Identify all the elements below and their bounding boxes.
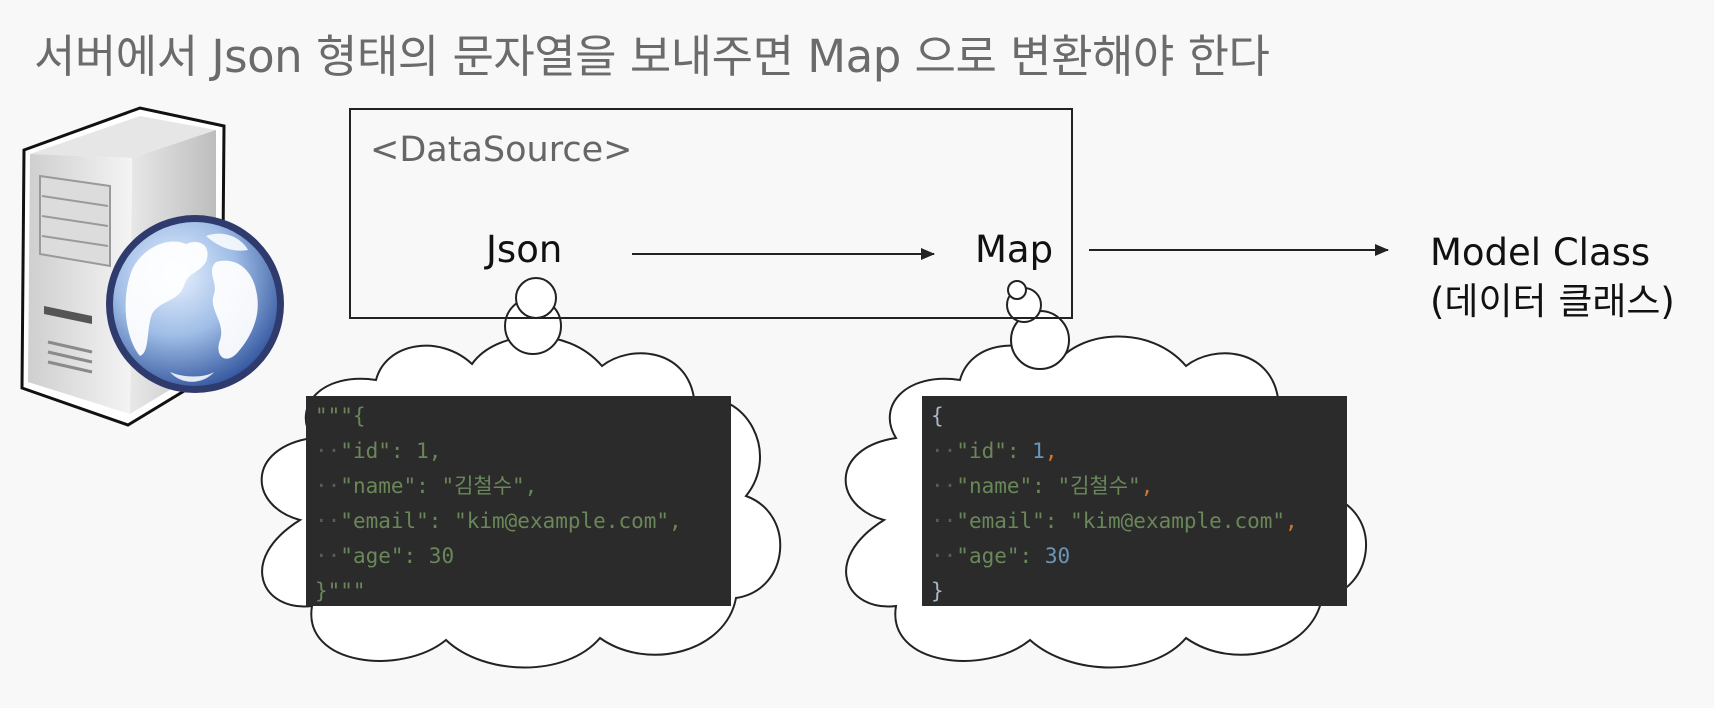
page-title: 서버에서 Json 형태의 문자열을 보내주면 Map 으로 변환해야 한다 (34, 30, 1270, 83)
json-code-line-5: ··"age": 30 (315, 544, 455, 568)
model-class-label: Model Class (데이터 클래스) (1430, 228, 1675, 326)
json-code-line-3: ··"name": "김철수", (315, 474, 538, 498)
map-code-line-6: } (931, 579, 944, 603)
map-code-block: { ··"id": 1, ··"name": "김철수", ··"email":… (922, 396, 1347, 606)
globe-icon (106, 215, 284, 393)
model-class-subtitle: (데이터 클래스) (1430, 280, 1675, 323)
json-node-label: Json (486, 228, 563, 271)
model-class-title: Model Class (1430, 231, 1651, 274)
map-code-line-1: { (931, 404, 944, 428)
datasource-box (349, 108, 1073, 319)
map-code-line-5: ··"age": 30 (931, 544, 1071, 568)
map-code-line-4: ··"email": "kim@example.com", (931, 509, 1298, 533)
map-code-line-2: ··"id": 1, (931, 439, 1058, 463)
map-node-label: Map (975, 228, 1054, 271)
json-code-line-2: ··"id": 1, (315, 439, 442, 463)
json-code-line-6: }""" (315, 579, 366, 603)
datasource-label: <DataSource> (370, 130, 633, 170)
json-code-line-4: ··"email": "kim@example.com", (315, 509, 682, 533)
json-code-block: """{ ··"id": 1, ··"name": "김철수", ··"emai… (306, 396, 731, 606)
map-code-line-3: ··"name": "김철수", (931, 474, 1154, 498)
json-code-line-1: """{ (315, 404, 366, 428)
